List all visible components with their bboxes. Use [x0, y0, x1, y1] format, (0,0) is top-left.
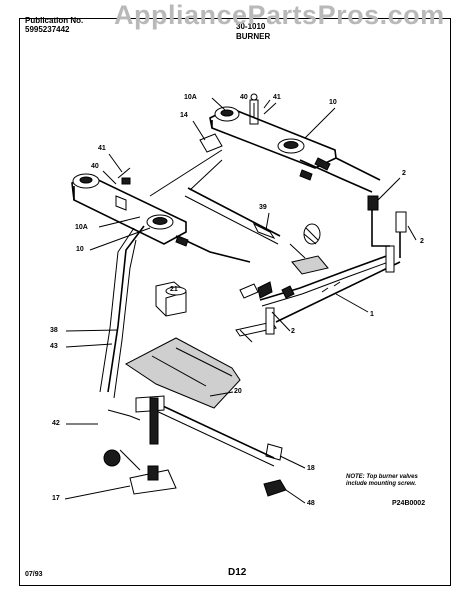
leader-lines: [64, 97, 417, 504]
model-code: 30-1010: [236, 22, 266, 31]
callout-label: 2: [291, 328, 295, 335]
callout-label: 41: [98, 145, 106, 152]
section-title: BURNER: [236, 32, 271, 41]
callout-label: 38: [50, 327, 58, 334]
callout-label: 39: [259, 204, 267, 211]
callout-label: 43: [50, 343, 58, 350]
callout-label: 1: [370, 311, 374, 318]
callout-label: 2: [420, 238, 424, 245]
note-line-2: include mounting screw.: [346, 481, 417, 487]
igniter: [252, 222, 329, 275]
callout-label: 21: [170, 286, 178, 293]
diagram-code: P24B0002: [392, 500, 426, 507]
callout-label: 40: [240, 94, 248, 101]
publication-number: 5995237442: [25, 25, 70, 34]
callout-label: 2: [402, 170, 406, 177]
callout-label: 10: [329, 99, 337, 106]
callout-label: 42: [52, 420, 60, 427]
callout-label: 18: [307, 465, 315, 472]
site-watermark: AppliancePartsPros.com: [114, 0, 445, 30]
page-number: D12: [228, 567, 247, 578]
callout-label: 17: [52, 495, 60, 502]
callout-label: 48: [307, 500, 315, 507]
footer-date: 07/93: [25, 571, 43, 578]
rear-burner-assembly: [199, 93, 381, 193]
callout-label: 14: [180, 112, 188, 119]
callout-label: 10A: [184, 94, 197, 101]
callout-label: 41: [273, 94, 281, 101]
spreader-wire: [149, 149, 281, 245]
front-burner-assembly: [71, 167, 251, 263]
callout-label: 10: [76, 246, 84, 253]
oven-burner: [99, 225, 287, 497]
note-line-1: NOTE: Top burner valves: [346, 474, 418, 480]
callout-label: 20: [234, 388, 242, 395]
callout-label: 10A: [75, 224, 88, 231]
manifold: [235, 195, 407, 337]
page-frame: [19, 18, 451, 586]
callout-label: 40: [91, 163, 99, 170]
publication-label: Publication No.: [25, 16, 84, 25]
